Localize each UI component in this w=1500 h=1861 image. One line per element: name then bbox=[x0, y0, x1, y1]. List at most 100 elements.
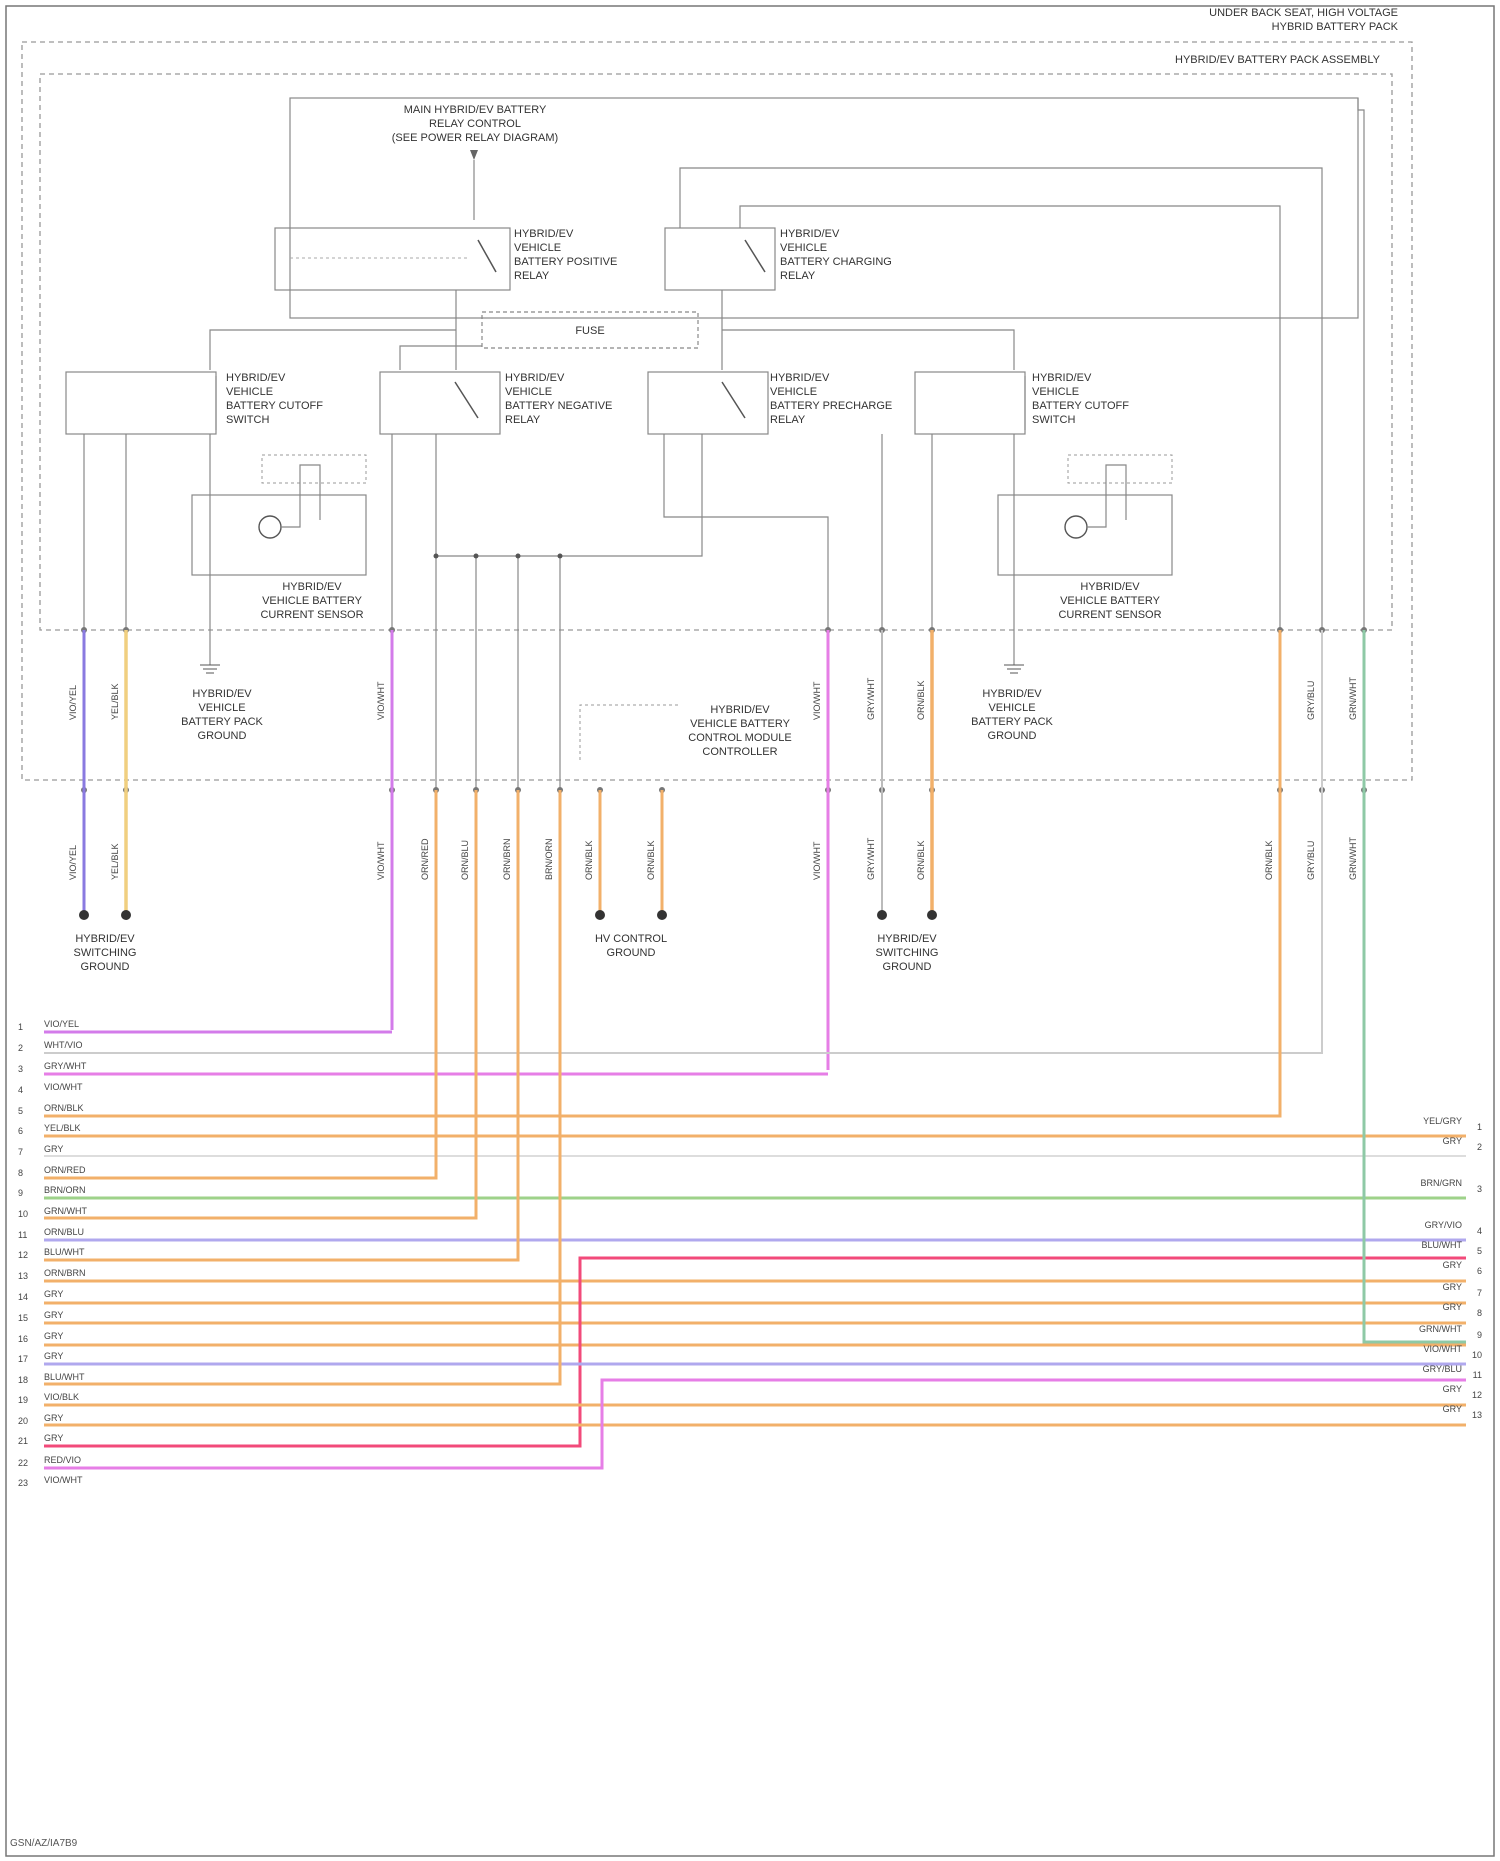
left-pin-number: 21 bbox=[18, 1436, 28, 1446]
right-wire-label: GRY bbox=[1443, 1282, 1462, 1292]
footer-code: GSN/AZ/IA7B9 bbox=[10, 1838, 77, 1849]
left-pin-number: 3 bbox=[18, 1064, 23, 1074]
svg-text:GRY/WHT: GRY/WHT bbox=[866, 837, 876, 880]
left-pin-number: 10 bbox=[18, 1209, 28, 1219]
ground-1-label-1: HYBRID/EV bbox=[75, 933, 135, 945]
right-wire-label: GRY/BLU bbox=[1423, 1364, 1462, 1374]
left-pin-number: 9 bbox=[18, 1188, 23, 1198]
left-wire-label: ORN/RED bbox=[44, 1165, 86, 1175]
right-wire-label: VIO/WHT bbox=[1424, 1344, 1463, 1354]
left-wire-label: GRY bbox=[44, 1351, 63, 1361]
left-cutoff-label-4: SWITCH bbox=[226, 414, 269, 426]
left-wire-label: GRY bbox=[44, 1144, 63, 1154]
left-wire-label: RED/VIO bbox=[44, 1455, 81, 1465]
ground-2-label-1: HV CONTROL bbox=[595, 933, 667, 945]
ground-icon bbox=[1004, 665, 1024, 673]
charge-relay-label-4: RELAY bbox=[780, 270, 816, 282]
control-module-label-3: CONTROL MODULE bbox=[688, 732, 792, 744]
svg-text:ORN/BLU: ORN/BLU bbox=[460, 840, 470, 880]
charge-relay-label-3: BATTERY CHARGING bbox=[780, 256, 892, 268]
right-pack-ground-label-2: VEHICLE bbox=[988, 702, 1035, 714]
neg-relay-label-4: RELAY bbox=[505, 414, 541, 426]
left-current-sensor bbox=[192, 495, 366, 575]
left-pin-number: 1 bbox=[18, 1022, 23, 1032]
svg-text:GRY/BLU: GRY/BLU bbox=[1306, 681, 1316, 720]
control-module-label-4: CONTROLLER bbox=[702, 746, 777, 758]
precharge-label-3: BATTERY PRECHARGE bbox=[770, 400, 892, 412]
charging-relay bbox=[665, 228, 775, 290]
ground-3-label-2: SWITCHING bbox=[876, 947, 939, 959]
right-pin-number: 2 bbox=[1477, 1142, 1482, 1152]
left-wire-label: VIO/WHT bbox=[44, 1475, 83, 1485]
control-module-label-1: HYBRID/EV bbox=[710, 704, 770, 716]
left-pin-number: 5 bbox=[18, 1106, 23, 1116]
right-wire-label: BRN/GRN bbox=[1420, 1178, 1462, 1188]
right-pin-number: 12 bbox=[1472, 1390, 1482, 1400]
svg-text:VIO/WHT: VIO/WHT bbox=[812, 681, 822, 720]
right-pack-ground-label-1: HYBRID/EV bbox=[982, 688, 1042, 700]
left-wire-label: VIO/BLK bbox=[44, 1392, 79, 1402]
right-pin-number: 11 bbox=[1473, 1370, 1482, 1380]
left-cutoff-label-3: BATTERY CUTOFF bbox=[226, 400, 323, 412]
precharge-label-2: VEHICLE bbox=[770, 386, 817, 398]
svg-text:GRN/WHT: GRN/WHT bbox=[1348, 837, 1358, 880]
arrow-icon bbox=[470, 150, 478, 160]
left-cutoff-switch bbox=[66, 372, 216, 434]
left-pin-number: 20 bbox=[18, 1416, 28, 1426]
left-cutoff-label-2: VEHICLE bbox=[226, 386, 273, 398]
left-pack-ground-label-2: VEHICLE bbox=[198, 702, 245, 714]
left-wire-label: ORN/BRN bbox=[44, 1268, 86, 1278]
svg-text:VIO/WHT: VIO/WHT bbox=[376, 841, 386, 880]
right-pin-number: 6 bbox=[1477, 1266, 1482, 1276]
ground-3-label-1: HYBRID/EV bbox=[877, 933, 937, 945]
left-pin-number: 11 bbox=[18, 1230, 27, 1240]
header-line1: UNDER BACK SEAT, HIGH VOLTAGE bbox=[1209, 7, 1398, 19]
right-wire-label: GRY/VIO bbox=[1425, 1220, 1462, 1230]
main-relay-label-2: RELAY CONTROL bbox=[429, 118, 521, 130]
charge-relay-label-2: VEHICLE bbox=[780, 242, 827, 254]
right-pin-number: 10 bbox=[1472, 1350, 1482, 1360]
right-cutoff-label-4: SWITCH bbox=[1032, 414, 1075, 426]
left-sensor-label-2: VEHICLE BATTERY bbox=[262, 595, 363, 607]
right-pack-ground-label-4: GROUND bbox=[988, 730, 1037, 742]
left-cutoff-label-1: HYBRID/EV bbox=[226, 372, 286, 384]
svg-text:VIO/YEL: VIO/YEL bbox=[68, 685, 78, 720]
header-inner: HYBRID/EV BATTERY PACK ASSEMBLY bbox=[1175, 54, 1381, 66]
right-wire-label: BLU/WHT bbox=[1422, 1240, 1463, 1250]
ground-1-label-2: SWITCHING bbox=[74, 947, 137, 959]
left-pin-number: 14 bbox=[18, 1292, 28, 1302]
left-pin-number: 23 bbox=[18, 1478, 28, 1488]
right-cutoff-switch bbox=[915, 372, 1025, 434]
right-connector-labels: YEL/GRY1GRY2BRN/GRN3GRY/VIO4BLU/WHT5GRY6… bbox=[1419, 1116, 1482, 1420]
svg-text:ORN/BRN: ORN/BRN bbox=[502, 838, 512, 880]
ground-2-label-2: GROUND bbox=[607, 947, 656, 959]
precharge-relay bbox=[648, 372, 768, 434]
left-pin-number: 7 bbox=[18, 1147, 23, 1157]
left-pin-number: 19 bbox=[18, 1395, 28, 1405]
left-pin-number: 4 bbox=[18, 1085, 23, 1095]
positive-relay bbox=[275, 228, 510, 290]
neg-relay-label-1: HYBRID/EV bbox=[505, 372, 565, 384]
left-sensor-label-1: HYBRID/EV bbox=[282, 581, 342, 593]
right-pin-number: 13 bbox=[1472, 1410, 1482, 1420]
svg-text:VIO/WHT: VIO/WHT bbox=[812, 841, 822, 880]
precharge-label-4: RELAY bbox=[770, 414, 806, 426]
precharge-label-1: HYBRID/EV bbox=[770, 372, 830, 384]
svg-text:ORN/BLK: ORN/BLK bbox=[584, 840, 594, 880]
main-relay-label-1: MAIN HYBRID/EV BATTERY bbox=[404, 104, 547, 116]
sensor-icon bbox=[1065, 516, 1087, 538]
left-wire-label: VIO/WHT bbox=[44, 1082, 83, 1092]
right-cutoff-label-1: HYBRID/EV bbox=[1032, 372, 1092, 384]
left-wire-label: GRY bbox=[44, 1289, 63, 1299]
left-pin-number: 18 bbox=[18, 1375, 28, 1385]
svg-text:GRY/WHT: GRY/WHT bbox=[866, 677, 876, 720]
main-relay-area bbox=[290, 98, 1358, 318]
right-wire-label: GRY bbox=[1443, 1384, 1462, 1394]
svg-text:ORN/BLK: ORN/BLK bbox=[916, 840, 926, 880]
svg-text:BRN/ORN: BRN/ORN bbox=[544, 838, 554, 880]
control-module-label-2: VEHICLE BATTERY bbox=[690, 718, 791, 730]
svg-text:ORN/RED: ORN/RED bbox=[420, 838, 430, 880]
pos-relay-label-3: BATTERY POSITIVE bbox=[514, 256, 617, 268]
left-pack-ground-label-1: HYBRID/EV bbox=[192, 688, 252, 700]
right-wire-label: GRY bbox=[1443, 1136, 1462, 1146]
